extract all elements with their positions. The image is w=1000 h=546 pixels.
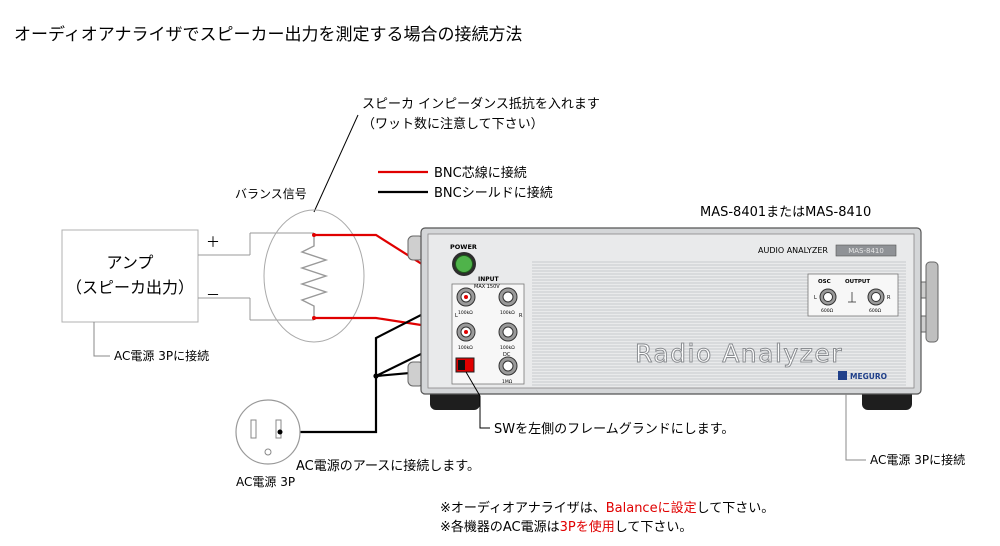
imp-label-1: 100kΩ xyxy=(458,310,473,316)
page-title: オーディオアナライザでスピーカー出力を測定する場合の接続方法 xyxy=(14,24,522,45)
audio-analyzer-device: POWER INPUT MAX 150V 100kΩ 100kΩ 100kΩ 1… xyxy=(407,227,939,410)
amp-sub-label: （スピーカ出力） xyxy=(66,278,194,297)
osc-label: OSC xyxy=(818,279,831,285)
outlet-slot-right xyxy=(275,419,282,439)
analyzer-ac-note: AC電源 3Pに接続 xyxy=(870,452,965,467)
maker-name: MEGURO xyxy=(850,372,887,381)
amp-minus-mark: － xyxy=(206,288,220,304)
legend-red-label: BNC芯線に接続 xyxy=(434,165,527,181)
ac-earth-note: AC電源のアースに接続します。 xyxy=(296,458,480,474)
ac-outlet xyxy=(235,399,301,465)
brand-name: Radio Analyzer xyxy=(635,339,843,368)
input-label: INPUT xyxy=(478,276,500,283)
power-label: POWER xyxy=(450,243,477,251)
dc-imp-label: 1MΩ xyxy=(502,379,513,385)
imp-label-4: 100kΩ xyxy=(500,345,515,351)
sw-note: SWを左側のフレームグランドにします。 xyxy=(494,422,734,437)
amp-ac-leader xyxy=(93,322,110,357)
output-label: OUTPUT xyxy=(845,279,870,285)
audio-analyzer-label: AUDIO ANALYZER xyxy=(758,246,828,255)
amp-ac-note: AC電源 3Pに接続 xyxy=(114,348,209,363)
outlet-earth-hole xyxy=(264,448,272,456)
model-plate-text: MAS-8410 xyxy=(848,247,884,255)
model-plate xyxy=(835,244,897,257)
analyzer-ac-leader xyxy=(845,394,866,461)
device-model: MAS-8401またはMAS-8410 xyxy=(700,205,871,220)
l-channel-mark: L xyxy=(455,313,458,319)
output-imp-r: 600Ω xyxy=(869,308,882,314)
resistor-note-leader xyxy=(313,114,359,213)
footer-note-1: ※オーディオアナライザは、Balanceに設定して下さい。 xyxy=(440,500,774,516)
amp-plus-mark: ＋ xyxy=(206,235,220,251)
imp-label-2: 100kΩ xyxy=(500,310,515,316)
amp-label: アンプ xyxy=(107,253,154,272)
legend-black-label: BNCシールドに接続 xyxy=(434,185,553,201)
sw-note-leader xyxy=(465,371,490,429)
resistor-note-line1: スピーカ インピーダンス抵抗を入れます xyxy=(362,97,600,112)
footer-note-2: ※各機器のAC電源は3Pを使用して下さい。 xyxy=(440,519,692,535)
r-channel-mark: R xyxy=(519,313,523,319)
output-r-mark: R xyxy=(887,295,891,301)
power-button[interactable] xyxy=(455,255,473,273)
output-imp-l: 600Ω xyxy=(821,308,834,314)
maker-logo-icon xyxy=(838,371,847,380)
ground-switch-knob xyxy=(458,360,465,370)
output-l-mark: L xyxy=(814,295,817,301)
resistor-ellipse xyxy=(263,209,365,343)
outlet-slot-left xyxy=(250,419,257,439)
amp-box xyxy=(61,229,199,323)
balance-label: バランス信号 xyxy=(235,187,307,201)
resistor-note-line2: （ワット数に注意して下さい） xyxy=(362,116,544,132)
input-max-label: MAX 150V xyxy=(474,284,500,290)
imp-label-3: 100kΩ xyxy=(458,345,473,351)
outlet-label: AC電源 3P xyxy=(236,475,295,489)
dc-label: DC xyxy=(503,352,511,358)
resistor-symbol xyxy=(299,233,329,320)
